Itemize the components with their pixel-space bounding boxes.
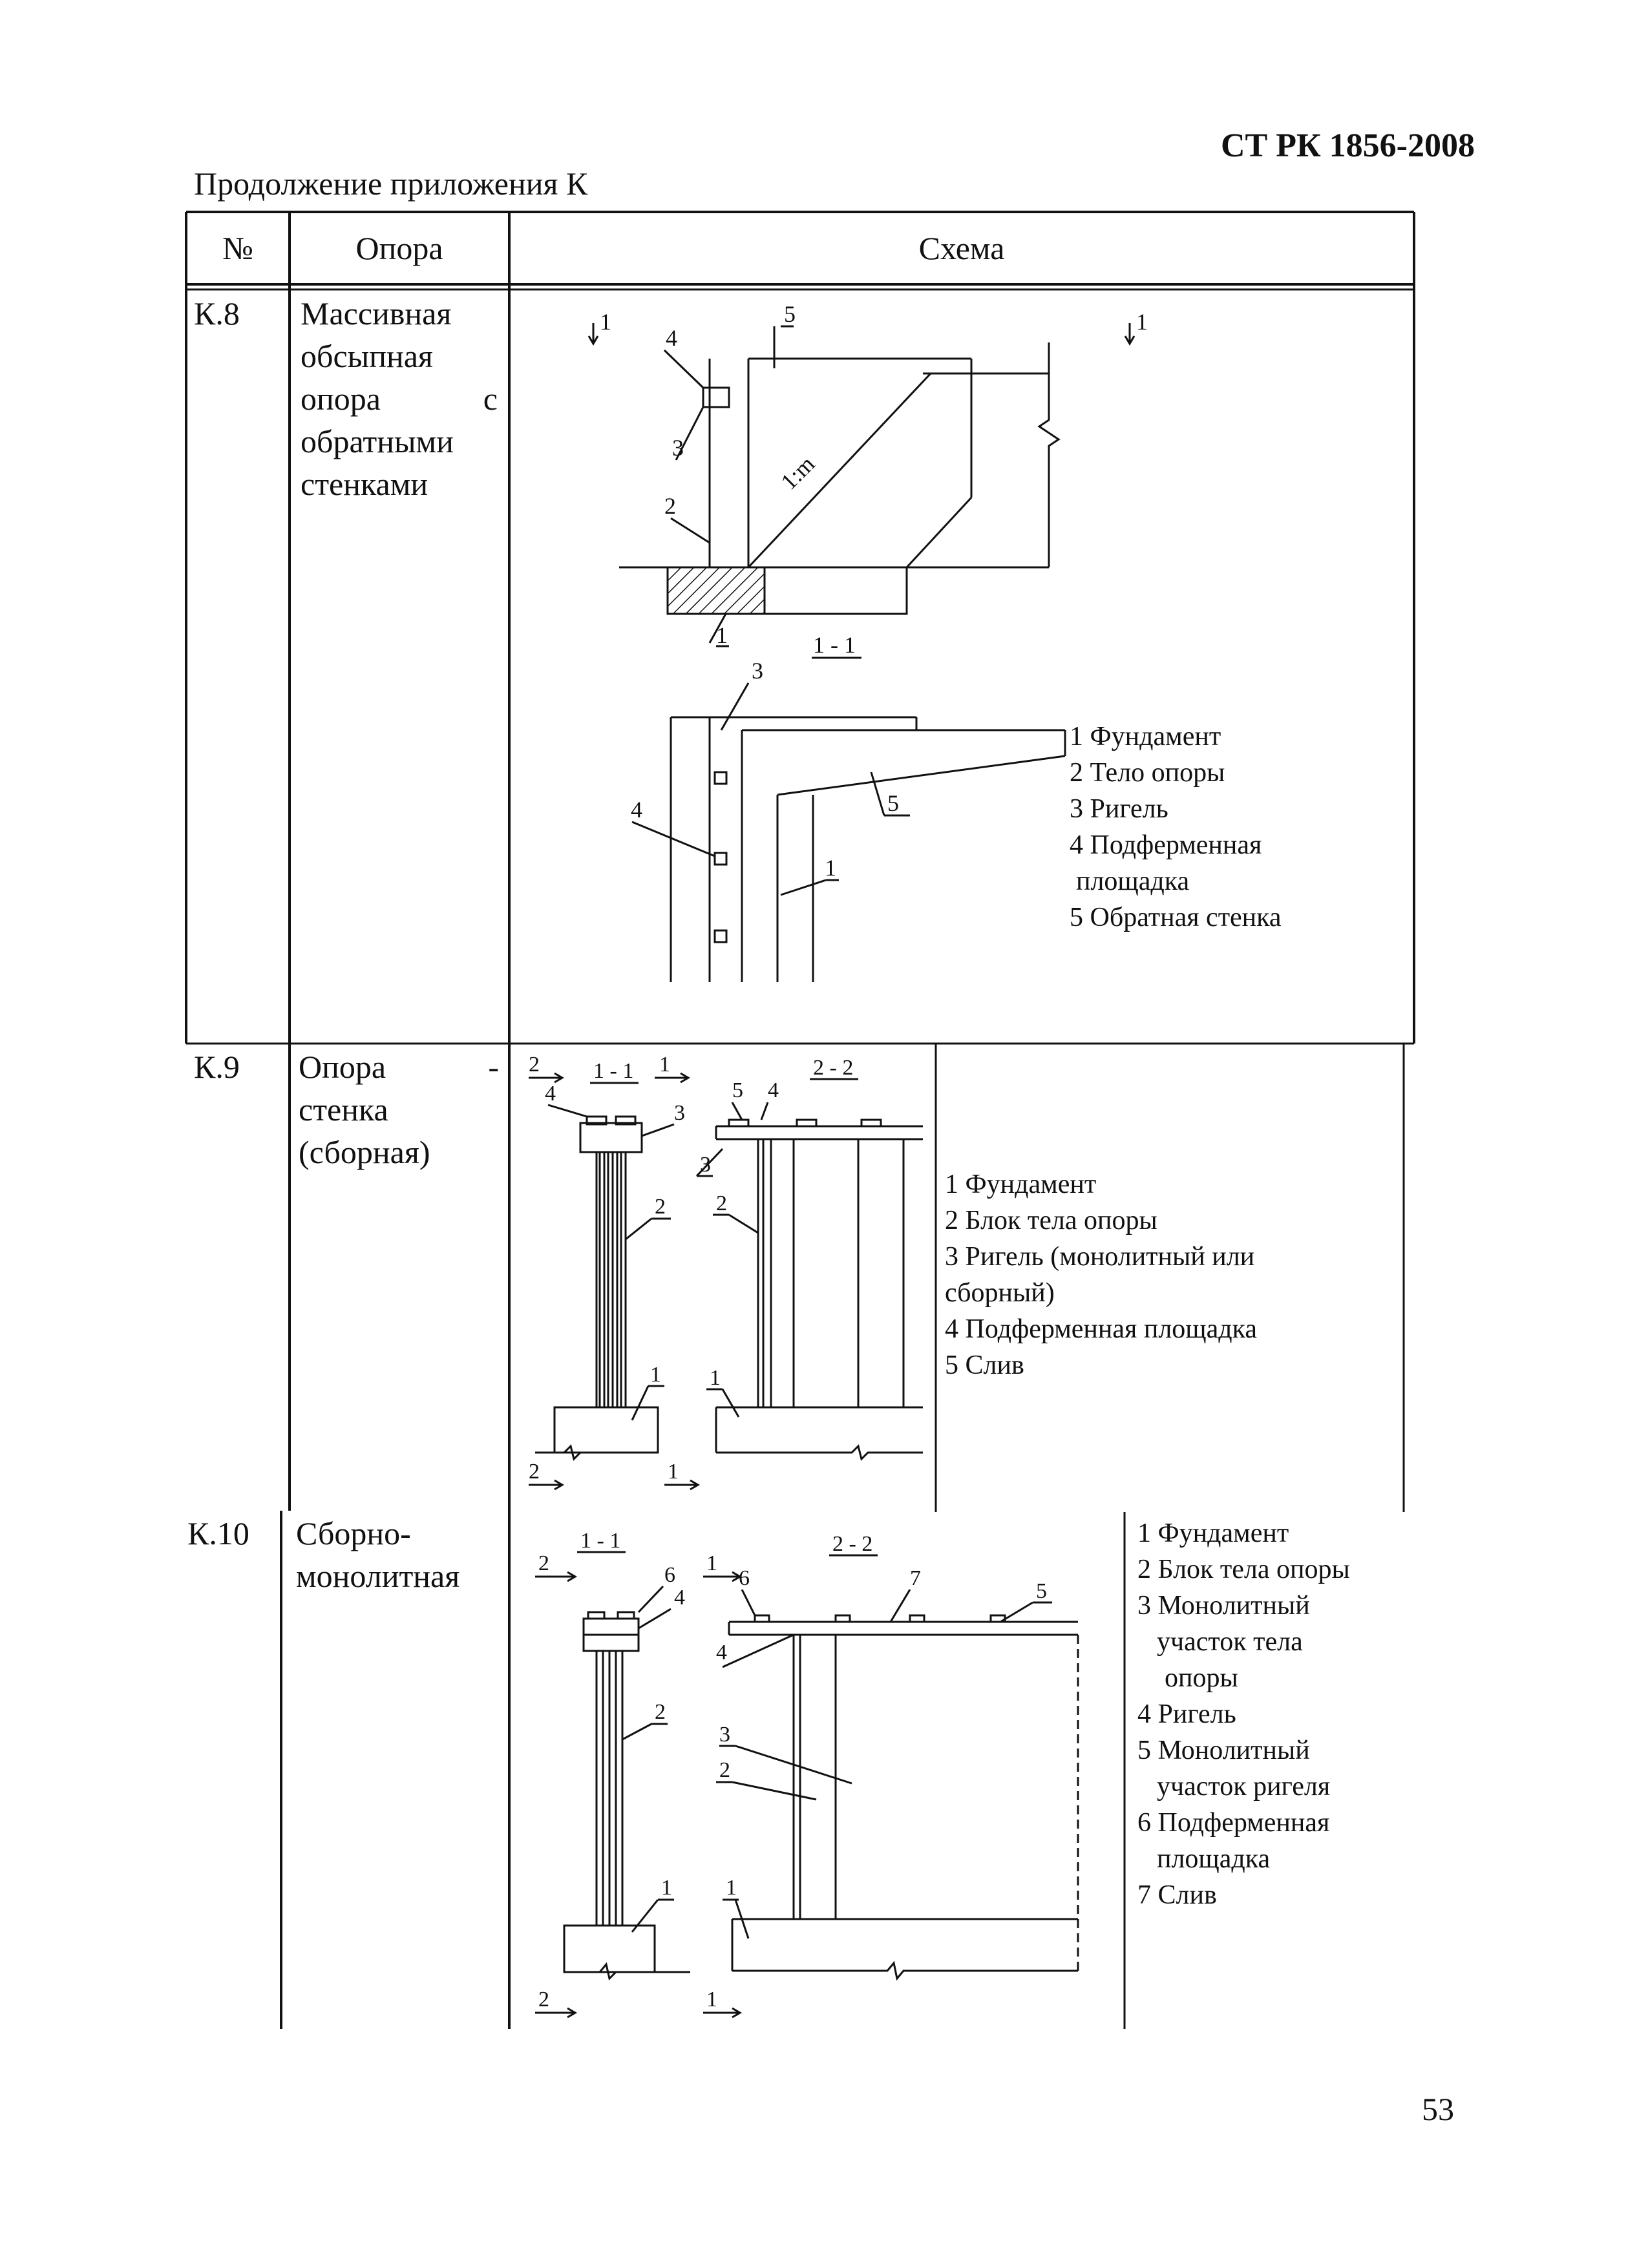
legend-item: опоры [1165, 1663, 1238, 1693]
svg-text:1: 1 [706, 1988, 717, 2011]
svg-text:2: 2 [716, 1192, 727, 1215]
support-line: Массивная [301, 295, 452, 331]
legend-item: 3 Монолитный [1137, 1591, 1310, 1621]
svg-text:4: 4 [716, 1641, 727, 1664]
svg-text:4: 4 [631, 797, 642, 823]
svg-text:3: 3 [752, 658, 763, 684]
svg-text:5: 5 [784, 301, 796, 327]
svg-text:2: 2 [538, 1551, 549, 1575]
legend-item: 4 Подферменная [1070, 830, 1262, 860]
svg-text:1: 1 [825, 855, 836, 881]
svg-text:6: 6 [664, 1563, 675, 1587]
legend-item: площадка [1157, 1844, 1271, 1874]
svg-text:7: 7 [910, 1566, 921, 1590]
svg-text:4: 4 [666, 325, 677, 351]
legend-item: 4 Ригель [1137, 1699, 1236, 1729]
svg-text:1 - 1: 1 - 1 [580, 1529, 620, 1553]
legend-item: 2 Блок тела опоры [1137, 1555, 1350, 1584]
svg-text:1: 1 [661, 1876, 672, 1900]
support-line: стенками [301, 466, 428, 502]
svg-text:1: 1 [710, 1366, 721, 1390]
page-number: 53 [1422, 2091, 1454, 2127]
svg-text:4: 4 [545, 1082, 556, 1106]
legend-item: площадка [1076, 866, 1190, 896]
support-line: стенка [299, 1091, 388, 1128]
legend-item: 2 Блок тела опоры [945, 1206, 1157, 1235]
svg-text:2: 2 [655, 1700, 666, 1724]
k9-scheme-drawing: 2 1 1 - 1 2 - 2 4 3 2 1 5 4 3 2 1 2 1 [529, 1053, 923, 1491]
svg-text:2: 2 [664, 493, 676, 519]
svg-text:1: 1 [659, 1053, 670, 1076]
svg-text:1: 1 [706, 1551, 717, 1575]
k8-legend: 1 Фундамент 2 Тело опоры 3 Ригель 4 Подф… [1070, 719, 1282, 936]
support-line: Сборно- [296, 1515, 411, 1551]
legend-item: участок тела [1157, 1627, 1303, 1657]
svg-text:3: 3 [700, 1153, 711, 1177]
svg-text:5: 5 [887, 790, 899, 816]
svg-text:4: 4 [768, 1078, 779, 1102]
col-header-num: № [222, 230, 253, 266]
svg-text:3: 3 [719, 1723, 730, 1747]
legend-item: 3 Ригель [1070, 794, 1168, 824]
row-k8-num: К.8 [194, 295, 240, 331]
svg-text:4: 4 [674, 1586, 685, 1610]
support-line: обсыпная [301, 338, 433, 374]
legend-item: 3 Ригель (монолитный или [945, 1242, 1255, 1272]
row-k9-support: Опора - стенка (сборная) [299, 1045, 499, 1173]
continuation-title: Продолжение приложения К [194, 165, 588, 202]
cut-mark-label: 1 [600, 309, 611, 335]
support-line: монолитная [296, 1558, 460, 1594]
k9-legend: 1 Фундамент 2 Блок тела опоры 3 Ригель (… [945, 1166, 1257, 1383]
support-line: Опора - [299, 1049, 499, 1085]
k10-legend: 1 Фундамент 2 Блок тела опоры 3 Монолитн… [1137, 1515, 1350, 1913]
svg-text:1: 1 [668, 1460, 679, 1484]
legend-item: 5 Монолитный [1137, 1736, 1310, 1765]
row-k10-num: К.10 [187, 1515, 249, 1551]
cut-mark-label: 1 [1136, 309, 1148, 335]
legend-item: 1 Фундамент [1070, 722, 1221, 751]
svg-text:2 - 2: 2 - 2 [832, 1532, 872, 1556]
legend-item: 5 Слив [945, 1350, 1024, 1380]
row-k9-num: К.9 [194, 1049, 240, 1085]
svg-text:6: 6 [739, 1566, 750, 1590]
row-k10-support: Сборно- монолитная [296, 1512, 503, 1597]
svg-text:1: 1 [650, 1363, 661, 1387]
k10-scheme-drawing: 2 1 1 - 1 2 - 2 6 4 2 1 6 7 5 4 3 2 1 [535, 1529, 1079, 2019]
svg-text:3: 3 [674, 1101, 685, 1125]
svg-text:1: 1 [716, 622, 728, 648]
svg-text:2: 2 [529, 1460, 540, 1484]
legend-item: 2 Тело опоры [1070, 758, 1225, 788]
svg-text:2: 2 [538, 1988, 549, 2011]
svg-text:5: 5 [1036, 1579, 1047, 1603]
legend-item: 5 Обратная стенка [1070, 903, 1282, 932]
support-line: опора с [301, 381, 498, 417]
svg-text:5: 5 [732, 1078, 743, 1102]
legend-item: сборный) [945, 1278, 1055, 1308]
svg-text:2: 2 [529, 1053, 540, 1076]
k8-scheme-drawing: 1 1 4 3 2 5 1:m 1 1 - 1 3 4 5 1 [587, 301, 1148, 982]
svg-text:2: 2 [719, 1758, 730, 1782]
svg-text:1: 1 [726, 1876, 737, 1900]
svg-text:2 - 2: 2 - 2 [813, 1056, 853, 1080]
col-header-scheme: Схема [918, 230, 1005, 266]
support-line: (сборная) [299, 1134, 430, 1170]
svg-text:1 - 1: 1 - 1 [813, 632, 856, 658]
legend-item: 6 Подферменная [1137, 1808, 1330, 1838]
legend-item: 1 Фундамент [945, 1170, 1097, 1199]
legend-item: 7 Слив [1137, 1880, 1217, 1910]
svg-text:2: 2 [655, 1195, 666, 1219]
support-line: обратными [301, 423, 454, 459]
svg-text:1:m: 1:m [776, 451, 819, 495]
svg-text:3: 3 [672, 435, 684, 461]
legend-item: 1 Фундамент [1137, 1518, 1289, 1548]
legend-item: участок ригеля [1157, 1772, 1331, 1801]
row-k8-support: Массивная обсыпная опора с обратными сте… [301, 292, 498, 505]
standard-code: СТ РК 1856-2008 [1220, 127, 1475, 164]
legend-item: 4 Подферменная площадка [945, 1314, 1258, 1344]
svg-text:1 - 1: 1 - 1 [593, 1059, 633, 1083]
col-header-support: Опора [355, 230, 443, 266]
